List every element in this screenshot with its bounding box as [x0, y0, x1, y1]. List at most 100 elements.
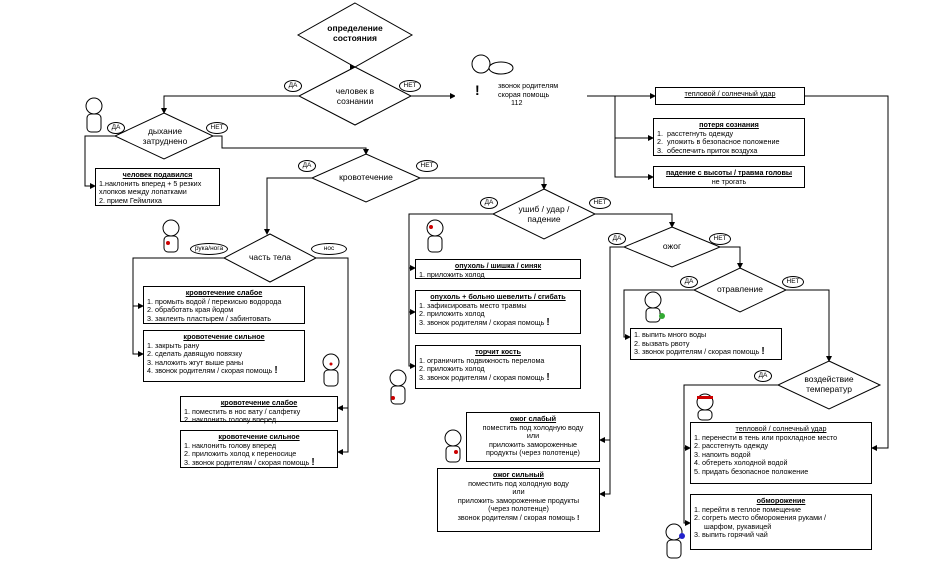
burn-weak-line-3: приложить замороженные — [488, 439, 577, 449]
bleed-weak-nose-box: кровотечение слабое 1. поместить в нос в… — [180, 396, 338, 424]
figure-poison-icon — [644, 291, 665, 323]
bleed-weak-limb-line-1: 1. промыть водой / перекисью водорода — [147, 296, 282, 306]
arrow-poison-yes — [623, 289, 694, 340]
label-no-poison: НЕТ — [782, 276, 804, 288]
label-no-bump: НЕТ — [589, 197, 611, 209]
burn-strong-title: ожог сильный — [493, 470, 544, 479]
frostbite-line-1: 1. перейти в теплое помещение — [694, 504, 802, 514]
bleed-weak-nose-title: кровотечение слабое — [220, 398, 298, 407]
arrow-nose-strong — [337, 408, 349, 455]
label-yes-bump: ДА — [480, 197, 498, 209]
arrow-limb-strong — [132, 306, 144, 357]
choke-line-3: 2. прием Геймлиха — [99, 195, 162, 205]
figure-bump-icon — [426, 219, 444, 253]
bleed-strong-limb-call: 4. звонок родителям / скорая помощь — [147, 366, 273, 376]
exclamation-icon: ! — [761, 346, 765, 358]
heatstroke-line-4: 4. обтереть холодной водой — [694, 458, 788, 468]
fracture-line-1: 1. ограничить подвижность перелома — [419, 355, 545, 365]
label-nose: нос — [311, 243, 347, 255]
node-start-label: определение состояния — [327, 23, 383, 43]
swelling-title: опухоль / шишка / синяк — [454, 261, 542, 270]
swelling-box: опухоль / шишка / синяк 1. приложить хол… — [415, 259, 581, 279]
bleed-weak-limb-line-3: 3. заклеить пластырем / забинтовать — [147, 313, 272, 323]
arrow-call-uncons — [614, 96, 654, 141]
fall-box: падение с высоты / травма головы не трог… — [653, 166, 805, 188]
poison-line-1: 1. выпить много воды — [634, 330, 707, 339]
unconscious-line-1: 1. расстегнуть одежду — [657, 128, 734, 138]
arrow-bump-fract — [408, 312, 416, 369]
node-poison-label: отравление — [716, 284, 764, 294]
frostbite-line-2: 2. согреть место обморожения руками / — [694, 513, 827, 523]
heatstroke-line-3: 3. напоить водой — [694, 449, 751, 459]
bleed-strong-nose-line-3: 3. звонок родителям / скорая помощь ! — [184, 457, 334, 468]
choke-line-1: 1.наклонить вперед + 5 резких — [99, 178, 202, 188]
burn-weak-line-2: или — [526, 431, 540, 441]
arrow-breath-no — [213, 135, 369, 155]
bleed-strong-nose-box: кровотечение сильное 1. наклонить голову… — [180, 430, 338, 468]
arrow-heat-top — [805, 95, 889, 451]
fracture-box: торчит кость 1. ограничить подвижность п… — [415, 345, 581, 389]
swelling-pain-line-1: 1. зафиксировать место травмы — [419, 300, 527, 310]
unconscious-line-2: 2. уложить в безопасное положение — [657, 137, 780, 147]
bleed-strong-nose-call: 3. звонок родителям / скорая помощь — [184, 457, 310, 467]
call-line-2: скорая помощь — [498, 89, 550, 99]
label-yes-bleeding: ДА — [298, 160, 316, 172]
unconscious-line-3: 3. обеспечить приток воздуха — [657, 145, 758, 155]
arrow-breath-yes — [84, 135, 115, 189]
node-bump-label: ушиб / удар / падение — [518, 204, 570, 224]
arrow-limb-weak — [132, 257, 224, 309]
swelling-line-1: 1. приложить холод — [419, 269, 485, 279]
diamond-temp — [776, 360, 882, 410]
arrow-burn-no — [720, 246, 743, 269]
bleed-strong-nose-line-1: 1. наклонить голову вперед — [184, 440, 277, 450]
fall-line: не трогать — [711, 176, 747, 186]
diamond-breath — [113, 112, 215, 160]
call-line-3: 112 — [511, 98, 523, 108]
bleed-strong-limb-line-1: 1. закрыть рану — [147, 340, 200, 350]
fracture-title: торчит кость — [475, 347, 521, 356]
burn-strong-line-4: (через полотенце) — [488, 504, 549, 514]
swelling-pain-line-2: 2. приложить холод — [419, 309, 485, 319]
label-no-burn: НЕТ — [709, 233, 731, 245]
bleed-weak-nose-line-1: 1. поместить в нос вату / салфетку — [184, 406, 301, 416]
bleed-strong-nose-title: кровотечение сильное — [218, 432, 300, 441]
node-temp-label: воздействие температур — [804, 374, 854, 394]
choke-box: человек подавился 1.наклонить вперед + 5… — [95, 168, 220, 206]
burn-strong-box: ожог сильный поместить под холодную воду… — [437, 468, 600, 532]
fracture-line-2: 2. приложить холод — [419, 364, 485, 374]
figure-fracture-icon — [389, 369, 407, 405]
figure-heat-icon — [696, 393, 714, 421]
frostbite-line-3: шарфом, рукавицей — [704, 521, 772, 531]
arrow-temp-frost — [683, 448, 691, 526]
burn-weak-line-4: продукты (через полотенце) — [486, 448, 580, 458]
heatstroke-line-5: 5. придать безопасное положение — [694, 466, 809, 476]
burn-strong-line-1: поместить под холодную воду — [468, 478, 569, 488]
figure-frost-icon — [665, 523, 685, 559]
swelling-pain-call: 3. звонок родителям / скорая помощь — [419, 317, 545, 327]
node-conscious-label: человек в сознании — [335, 86, 375, 106]
arrow-poison-no — [786, 289, 832, 362]
label-yes-temp: ДА — [754, 370, 772, 382]
node-bleeding-label: кровотечение — [339, 172, 393, 182]
frostbite-title: обморожение — [756, 496, 806, 505]
swelling-pain-line-3: 3. звонок родителям / скорая помощь ! — [419, 317, 577, 328]
exclamation-icon: ! — [576, 512, 580, 522]
burn-strong-line-5: звонок родителям / скорая помощь ! — [441, 512, 596, 523]
bleed-weak-limb-line-2: 2. обработать края йодом — [147, 305, 234, 315]
label-no-conscious: НЕТ — [399, 80, 421, 92]
node-burn-label: ожог — [662, 241, 682, 251]
diamond-bump — [491, 188, 597, 240]
heatstroke-line-1: 1. перенести в тень или прохладное место — [694, 432, 838, 442]
heatstroke-line-2: 2. расстегнуть одежду — [694, 441, 769, 451]
bleed-weak-limb-box: кровотечение слабое 1. промыть водой / п… — [143, 286, 305, 324]
label-yes-breath: ДА — [107, 122, 125, 134]
swelling-pain-title: опухоль + больно шевелить / сгибать — [430, 292, 566, 301]
poison-line-2: 2. вызвать рвоту — [634, 338, 690, 348]
figure-burn-icon — [444, 429, 462, 463]
call-line-1: звонок родителям — [498, 81, 559, 90]
swelling-pain-box: опухоль + больно шевелить / сгибать 1. з… — [415, 290, 581, 334]
diamond-burn — [622, 226, 722, 268]
unconscious-box: потеря сознания 1. расстегнуть одежду 2.… — [653, 118, 805, 156]
label-yes-burn: ДА — [608, 233, 626, 245]
